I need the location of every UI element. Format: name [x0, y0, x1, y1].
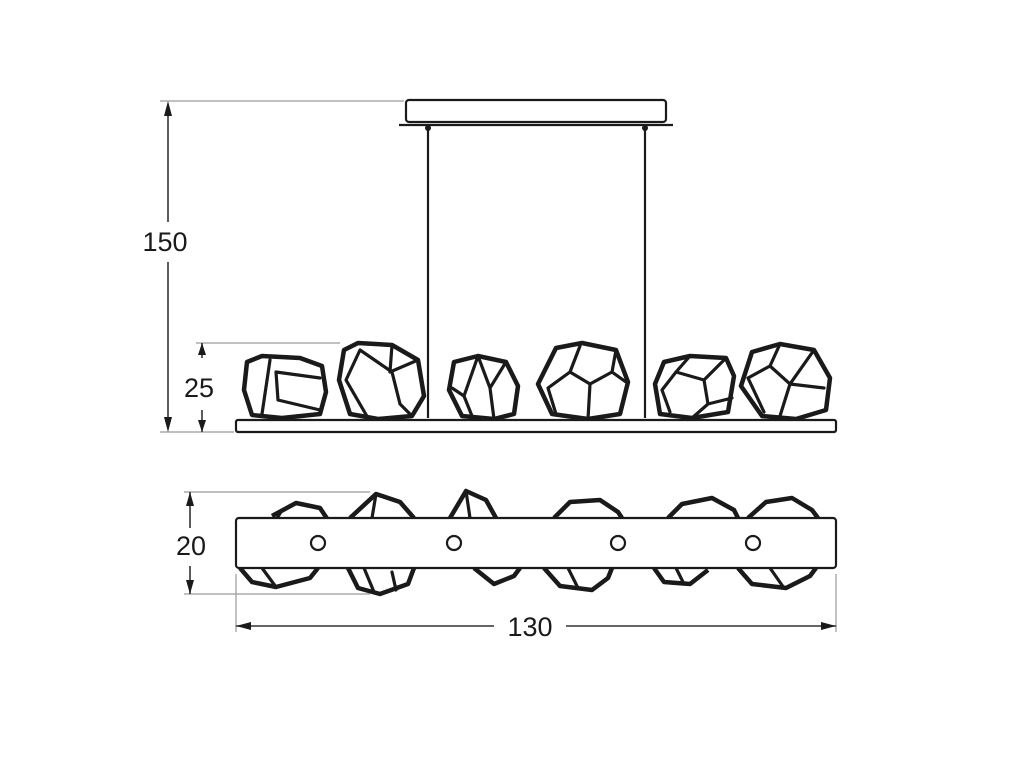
ceiling-canopy: [404, 98, 668, 124]
crystal-height-label: 25: [184, 373, 214, 403]
front-mounting-bar: [234, 418, 838, 434]
length-label: 130: [507, 612, 552, 642]
dimension-length: [235, 574, 837, 632]
top-crystal-1: [238, 500, 330, 590]
crystal-5: [652, 353, 737, 421]
crystal-1: [241, 353, 329, 421]
crystal-3: [446, 353, 521, 422]
dimension-overall-height: [160, 100, 404, 433]
top-view: 20 130: [176, 488, 838, 642]
top-mounting-bar: [234, 516, 838, 570]
top-crystal-6: [736, 495, 820, 591]
dimension-depth: [184, 491, 370, 595]
overall-height-label: 150: [142, 227, 187, 257]
crystal-2: [336, 340, 427, 422]
dimension-crystal-height: [196, 342, 340, 432]
mounting-hole-4: [744, 534, 762, 552]
mounting-hole-3: [609, 534, 627, 552]
mounting-hole-2: [445, 534, 463, 552]
front-view: 150 25: [142, 98, 838, 434]
mounting-hole-1: [309, 534, 327, 552]
depth-label: 20: [176, 531, 206, 561]
crystal-6: [738, 341, 833, 422]
top-crystal-5: [652, 495, 741, 587]
crystal-4: [535, 340, 631, 422]
top-crystal-3: [448, 488, 522, 587]
